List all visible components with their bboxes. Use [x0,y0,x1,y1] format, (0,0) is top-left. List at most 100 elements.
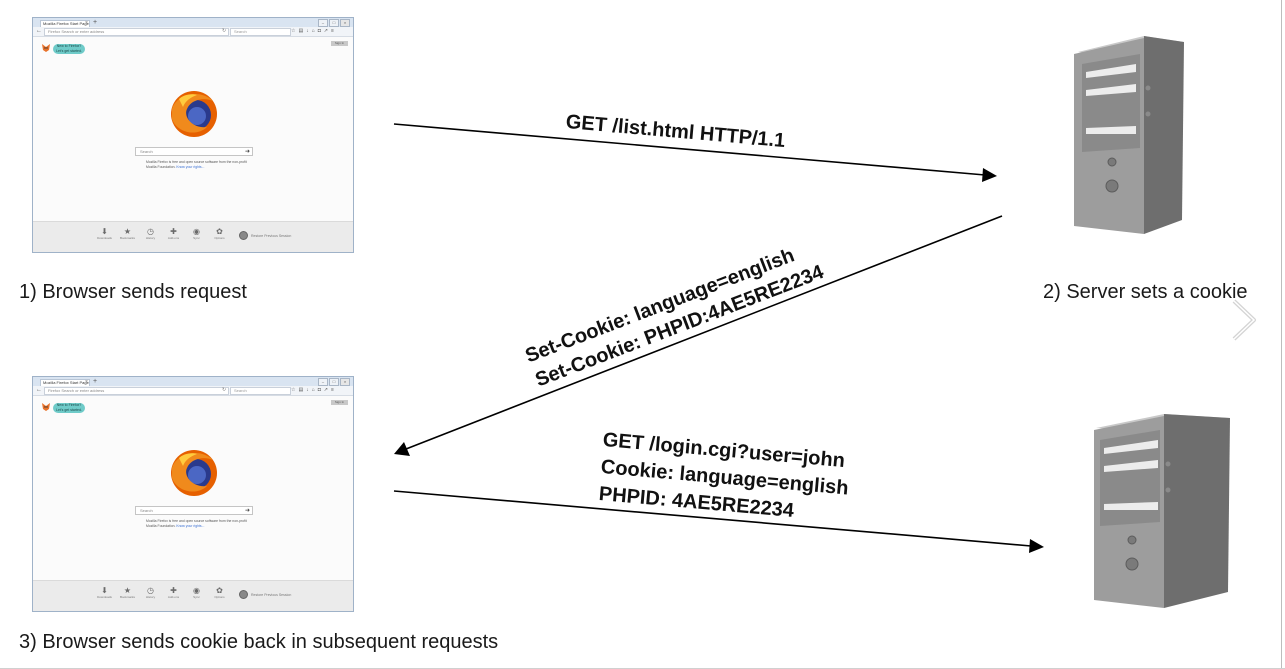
start-search-input[interactable]: Search ➜ [135,506,253,515]
know-your-rights-link[interactable]: Know your rights... [176,164,205,169]
start-search-placeholder: Search [140,149,153,154]
response-arrow-line [405,215,1003,450]
browser-window-2: Mozilla Firefox Start Page × + – □ × ← F… [32,376,354,612]
share-icon[interactable]: ↗ [323,28,328,34]
search-bar[interactable]: Search [230,387,291,395]
window-controls: – □ × [318,19,350,27]
browser-toolbar: ← Firefox Search or enter address ↻ Sear… [33,386,353,396]
response-arrowhead [394,442,410,456]
cookie-request-arrow-line [393,490,1032,547]
new-tab-button[interactable]: + [93,19,98,26]
clock-icon: ◷ [147,227,154,236]
launcher-items: ⬇Downloads ★Bookmarks ◷History ✚Add-ons … [97,227,227,241]
browser-content: New to Firefox? Let's get started. Sign … [33,37,353,222]
firefox-note-text: Mozilla Firefox is free and open source … [146,519,247,528]
bookmarks-icon[interactable]: ▤ [298,387,304,393]
star-icon: ★ [123,586,132,595]
tab-close-icon[interactable]: × [85,20,88,26]
launcher-item-downloads[interactable]: ⬇Downloads [97,227,112,240]
onboarding-bubble[interactable]: New to Firefox? Let's get started. [53,44,85,54]
sign-in-button[interactable]: Sign In [331,400,348,405]
chevron-right-icon[interactable] [1230,298,1258,342]
firefox-note: Mozilla Firefox is free and open source … [146,160,256,169]
search-bar[interactable]: Search [230,28,291,36]
step-3-caption: 3) Browser sends cookie back in subseque… [19,631,499,653]
start-search-placeholder: Search [140,508,153,513]
star-icon[interactable]: ☆ [291,387,296,393]
frame-border [1281,0,1282,669]
launcher-item-sync[interactable]: ◉Sync [189,586,204,600]
search-go-icon[interactable]: ➜ [244,508,250,514]
back-icon[interactable]: ← [36,387,42,393]
fox-mascot-icon [42,44,50,52]
request-arrow-line [393,123,986,176]
menu-icon[interactable]: ≡ [330,387,334,393]
launcher-item-downloads[interactable]: ⬇Downloads [97,586,112,599]
download-icon: ⬇ [101,586,108,595]
menu-icon[interactable]: ≡ [330,28,334,34]
onboarding-bubble[interactable]: New to Firefox? Let's get started. [53,403,85,413]
bookmarks-icon[interactable]: ▤ [298,28,304,34]
back-icon[interactable]: ← [36,28,42,34]
address-bar[interactable]: Firefox Search or enter address [44,387,229,395]
restore-session-button[interactable]: Restore Previous Session [239,590,291,599]
step-1-caption: 1) Browser sends request [19,281,247,303]
home-icon[interactable]: ⌂ [311,28,315,34]
browser-toolbar: ← Firefox Search or enter address ↻ Sear… [33,27,353,37]
maximize-icon[interactable]: □ [329,19,339,27]
star-icon: ★ [123,227,132,236]
browser-tab[interactable]: Mozilla Firefox Start Page [40,379,90,386]
toolbar-icons: ☆ ▤ ↓ ⌂ ◘ ↗ ≡ [291,387,334,394]
minimize-icon[interactable]: – [318,378,328,386]
browser-titlebar: Mozilla Firefox Start Page × + – □ × [33,377,353,386]
clock-icon: ◷ [147,586,154,595]
launcher-item-options[interactable]: ✿Options [212,227,227,241]
launcher-item-addons[interactable]: ✚Add-ons [167,227,180,240]
home-icon[interactable]: ⌂ [311,387,315,393]
start-search-input[interactable]: Search ➜ [135,147,253,156]
browser-bottom-bar: ⬇Downloads ★Bookmarks ◷History ✚Add-ons … [33,221,353,252]
launcher-item-bookmarks[interactable]: ★Bookmarks [120,586,136,599]
launcher-item-options[interactable]: ✿Options [212,586,227,600]
browser-window-1: Mozilla Firefox Start Page × + – □ × ← F… [32,17,354,253]
download-icon[interactable]: ↓ [306,28,309,34]
new-tab-button[interactable]: + [93,378,98,385]
download-icon[interactable]: ↓ [306,387,309,393]
minimize-icon[interactable]: – [318,19,328,27]
launcher-item-addons[interactable]: ✚Add-ons [167,586,180,599]
server-tower-icon [1094,414,1230,608]
launcher-item-bookmarks[interactable]: ★Bookmarks [120,227,136,240]
restore-icon [239,231,248,240]
gear-icon: ✿ [216,586,223,595]
sign-in-button[interactable]: Sign In [331,41,348,46]
pocket-icon[interactable]: ◘ [317,387,321,393]
restore-session-button[interactable]: Restore Previous Session [239,231,291,240]
star-icon[interactable]: ☆ [291,28,296,34]
browser-titlebar: Mozilla Firefox Start Page × + – □ × [33,18,353,27]
launcher-item-sync[interactable]: ◉Sync [189,227,204,241]
know-your-rights-link[interactable]: Know your rights... [176,523,205,528]
browser-tab[interactable]: Mozilla Firefox Start Page [40,20,90,27]
request-arrowhead [982,168,997,182]
close-icon[interactable]: × [340,19,350,27]
launcher-item-history[interactable]: ◷History [143,227,158,241]
gear-icon: ✿ [216,227,223,236]
close-icon[interactable]: × [340,378,350,386]
share-icon[interactable]: ↗ [323,387,328,393]
search-go-icon[interactable]: ➜ [244,149,250,155]
firefox-note-text: Mozilla Firefox is free and open source … [146,160,247,169]
tab-close-icon[interactable]: × [85,379,88,385]
maximize-icon[interactable]: □ [329,378,339,386]
sync-icon: ◉ [193,227,200,236]
pocket-icon[interactable]: ◘ [317,28,321,34]
reload-icon[interactable]: ↻ [222,387,227,393]
address-bar[interactable]: Firefox Search or enter address [44,28,229,36]
firefox-logo-icon [171,91,217,137]
firefox-note: Mozilla Firefox is free and open source … [146,519,256,528]
launcher-item-history[interactable]: ◷History [143,586,158,600]
reload-icon[interactable]: ↻ [222,28,227,34]
restore-icon [239,590,248,599]
download-icon: ⬇ [101,227,108,236]
